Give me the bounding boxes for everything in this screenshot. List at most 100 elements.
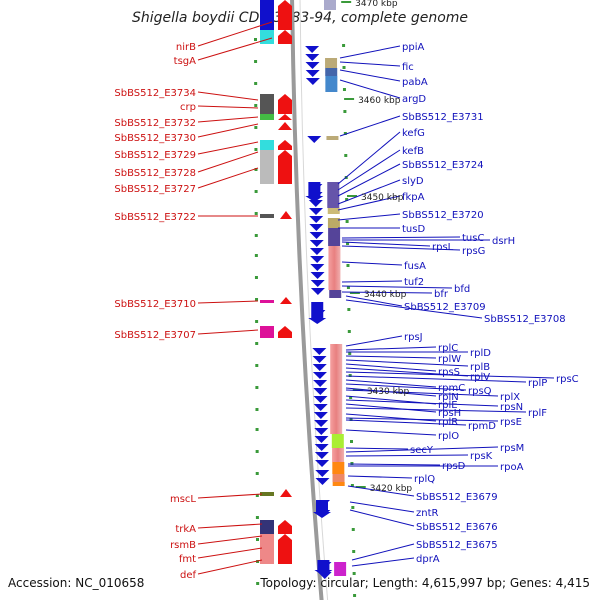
- reverse-gene-label: rpsH: [438, 408, 461, 419]
- reverse-gene-block: [325, 68, 338, 76]
- forward-gene-arrow: [278, 122, 292, 130]
- reverse-gene-block: [332, 462, 345, 474]
- forward-leader-line: [197, 123, 259, 138]
- reverse-leader-line: [351, 543, 415, 561]
- reverse-leader-line: [345, 295, 403, 307]
- reverse-leader-line: [337, 213, 401, 221]
- tick-mark: [255, 516, 259, 519]
- forward-gene-label: SbBS512_E3728: [114, 168, 196, 179]
- forward-gene-block: [260, 534, 274, 564]
- reverse-gene-label: rpsK: [470, 451, 493, 462]
- reverse-leader-line: [347, 485, 415, 497]
- scale-label: 3470 kbp: [355, 0, 398, 9]
- reverse-gene-arrow: [305, 46, 320, 53]
- tick-mark: [349, 396, 353, 399]
- reverse-gene-arrow: [308, 208, 323, 215]
- reverse-gene-label: rplN: [438, 392, 459, 403]
- reverse-gene-arrow: [314, 444, 329, 451]
- reverse-gene-arrow: [315, 478, 330, 485]
- reverse-gene-label: SbBS512_E3679: [416, 492, 498, 503]
- reverse-gene-arrow: [313, 404, 328, 411]
- reverse-gene-label: tuf2: [404, 277, 424, 288]
- reverse-gene-arrow: [305, 62, 320, 69]
- forward-leader-line: [197, 493, 263, 499]
- forward-gene-label: SbBS512_E3710: [114, 299, 196, 310]
- tick-mark: [254, 234, 258, 237]
- tick-mark: [254, 212, 258, 215]
- tick-mark: [343, 110, 347, 113]
- reverse-leader-line: [345, 399, 499, 407]
- reverse-leader-line: [337, 131, 401, 185]
- forward-gene-label: SbBS512_E3734: [114, 88, 196, 99]
- scale-label: 3460 kbp: [358, 96, 401, 106]
- forward-gene-block: [260, 492, 274, 496]
- forward-gene-label: SbBS512_E3732: [114, 118, 196, 129]
- reverse-leader-line: [339, 45, 401, 59]
- reverse-leader-line: [345, 359, 469, 367]
- reverse-gene-arrow: [313, 380, 328, 387]
- tick-mark: [342, 88, 346, 91]
- reverse-gene-label: pabA: [402, 77, 428, 88]
- reverse-gene-arrow: [312, 372, 327, 379]
- reverse-leader-line: [341, 245, 461, 251]
- reverse-gene-label: rpsC: [556, 374, 579, 385]
- reverse-gene-label: bfr: [434, 289, 449, 300]
- reverse-leader-line: [337, 163, 401, 197]
- reverse-gene-arrow: [314, 452, 329, 459]
- forward-leader-line: [197, 116, 259, 123]
- reverse-gene-arrow: [312, 364, 327, 371]
- reverse-gene-arrow: [314, 560, 333, 576]
- reverse-gene-label: rpsM: [500, 443, 524, 454]
- tick-mark: [254, 104, 258, 107]
- forward-gene-arrow: [278, 326, 292, 338]
- reverse-gene-label: rplC: [438, 343, 458, 354]
- reverse-gene-block: [330, 344, 343, 434]
- forward-leader-line: [197, 151, 259, 173]
- tick-mark: [348, 352, 352, 355]
- reverse-gene-arrow: [310, 280, 325, 287]
- forward-gene-label: def: [180, 570, 197, 581]
- forward-leader-line: [197, 547, 263, 559]
- reverse-gene-block: [325, 76, 338, 92]
- reverse-leader-line: [345, 299, 483, 319]
- tick-mark: [255, 538, 259, 541]
- reverse-gene-arrow: [310, 264, 325, 271]
- reverse-gene-label: rpsG: [462, 246, 485, 257]
- tick-mark: [256, 582, 260, 585]
- reverse-leader-line: [341, 236, 461, 239]
- scale-label: 3420 kbp: [370, 484, 413, 494]
- tick-mark: [348, 374, 352, 377]
- reverse-gene-block: [332, 448, 345, 462]
- tick-mark: [346, 264, 350, 267]
- reverse-gene-block: [331, 434, 344, 448]
- reverse-leader-line: [345, 454, 469, 457]
- reverse-leader-line: [345, 383, 467, 391]
- forward-gene-label: trkA: [175, 524, 196, 535]
- reverse-leader-line: [341, 261, 403, 266]
- tick-mark: [352, 572, 356, 575]
- reverse-leader-line: [341, 280, 403, 283]
- reverse-gene-arrow: [308, 200, 323, 207]
- reverse-gene-arrow: [305, 54, 320, 61]
- tick-mark: [350, 462, 354, 465]
- reverse-gene-arrow: [309, 216, 324, 223]
- reverse-gene-label: dprA: [416, 554, 440, 565]
- tick-mark: [344, 154, 348, 157]
- forward-gene-arrow: [280, 211, 292, 219]
- scale-label: 3430 kbp: [367, 387, 410, 397]
- reverse-gene-label: rplE: [438, 400, 458, 411]
- tick-mark: [255, 320, 259, 323]
- reverse-gene-label: rplR: [438, 417, 458, 428]
- tick-mark: [255, 450, 259, 453]
- tick-mark: [254, 190, 258, 193]
- reverse-gene-label: SbBS512_E3724: [402, 160, 484, 171]
- tick-mark: [256, 560, 260, 563]
- scale-label: 3450 kbp: [361, 193, 404, 203]
- reverse-gene-label: dsrH: [492, 236, 515, 247]
- reverse-gene-label: zntR: [416, 508, 439, 519]
- reverse-gene-block: [327, 218, 340, 228]
- forward-gene-block: [260, 214, 274, 218]
- forward-leader-line: [197, 37, 273, 61]
- forward-leader-line: [197, 535, 263, 545]
